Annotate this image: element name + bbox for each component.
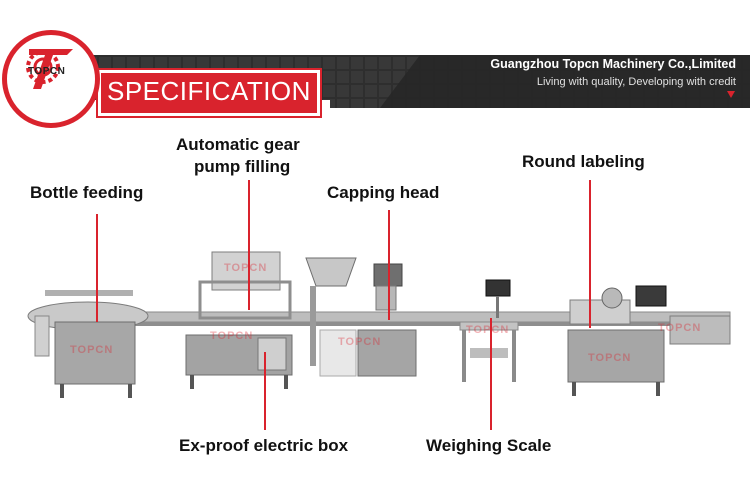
callout-line-electric-box — [264, 352, 266, 430]
watermark: TOPCN — [224, 262, 268, 274]
watermark: TOPCN — [338, 336, 382, 348]
watermark: TOPCN — [466, 324, 510, 336]
bottle-feeding-machine — [27, 290, 149, 398]
round-labeling-machine — [567, 285, 731, 396]
label-electric-box: Ex-proof electric box — [179, 436, 349, 455]
watermark: TOPCN — [70, 344, 114, 356]
company-slogan: Living with quality, Developing with cre… — [536, 76, 736, 88]
weighing-scale-machine — [459, 279, 519, 382]
label-bottle-feeding: Bottle feeding — [30, 183, 144, 202]
capping-machine — [305, 257, 417, 377]
label-weighing-scale: Weighing Scale — [426, 436, 552, 455]
callout-line-capping-head — [388, 210, 390, 320]
logo-text: TOPCN — [28, 66, 66, 77]
logo-gear-icon — [26, 49, 73, 89]
callout-line-bottle-feeding — [96, 214, 98, 322]
header-red-arrow — [727, 91, 735, 98]
callout-line-round-labeling — [589, 180, 591, 328]
gear-pump-filling-machine — [185, 251, 293, 389]
company-name: Guangzhou Topcn Machinery Co.,Limited — [490, 57, 736, 71]
section-title: SPECIFICATION — [107, 76, 311, 106]
callout-line-weighing-scale — [490, 318, 492, 430]
label-gear-pump-line1: Automatic gear — [176, 135, 300, 154]
watermark: TOPCN — [210, 330, 254, 342]
label-capping-head: Capping head — [327, 183, 440, 202]
specification-banner — [96, 68, 322, 118]
watermark: TOPCN — [658, 322, 702, 334]
label-round-labeling: Round labeling — [522, 152, 645, 171]
company-logo — [2, 30, 100, 128]
callout-line-gear-pump — [248, 180, 250, 310]
watermark: TOPCN — [588, 352, 632, 364]
label-gear-pump-line2: pump filling — [194, 157, 291, 176]
